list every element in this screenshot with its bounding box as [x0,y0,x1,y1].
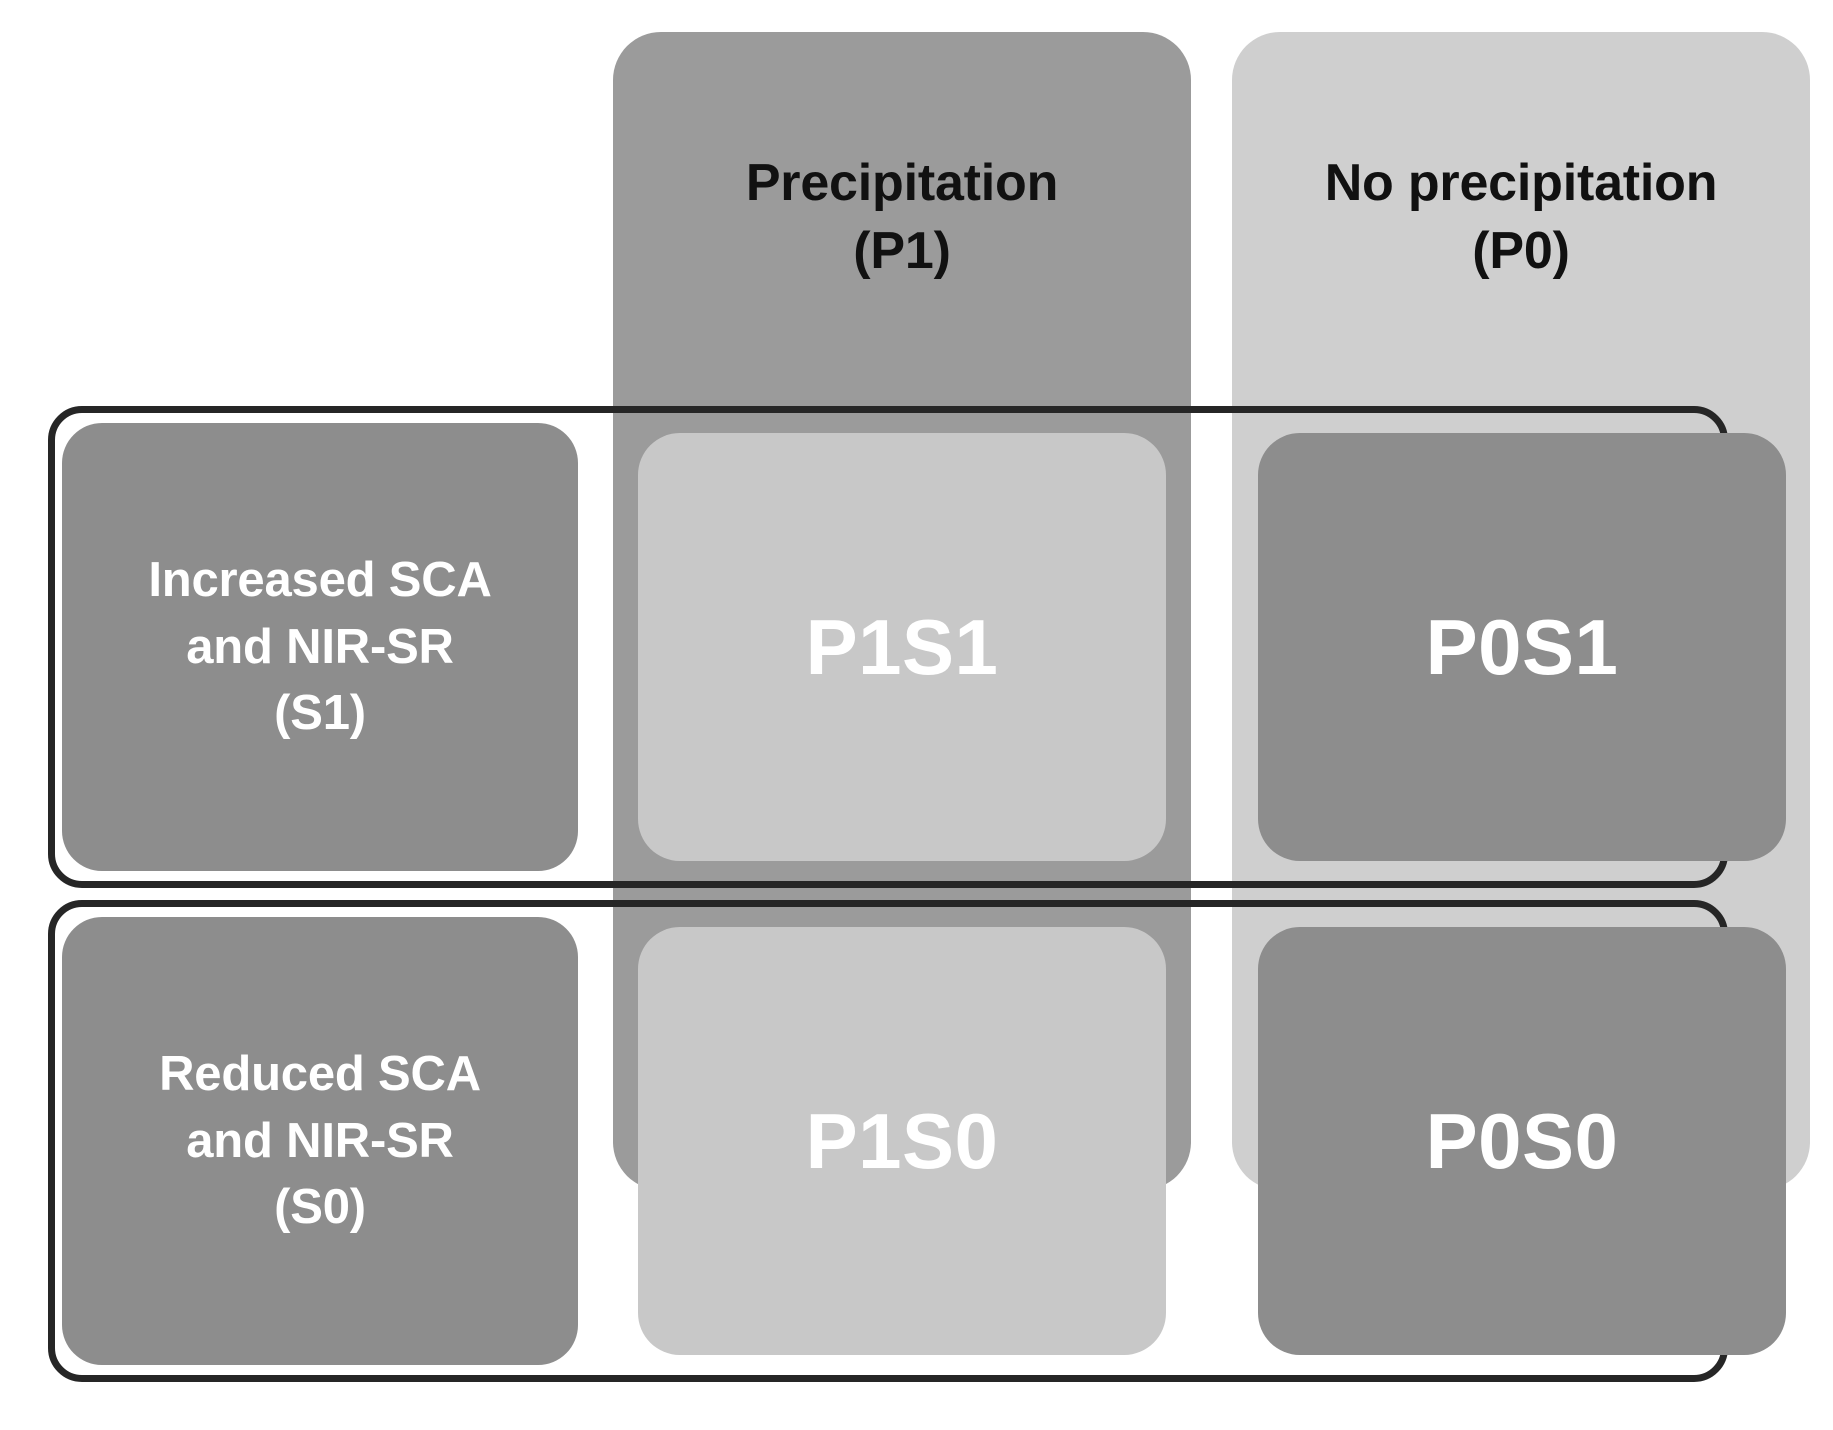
matrix-cell-label-p0s1: P0S1 [1425,603,1619,691]
column-header-no-precipitation: No precipitation (P0) [1324,154,1718,280]
matrix-cell-label-p1s1: P1S1 [805,603,999,691]
matrix-cell-p0s1: P0S1 [1258,433,1786,861]
matrix-cell-p0s0: P0S0 [1258,927,1786,1355]
row-label-text-s1: Increased SCA and NIR-SR (S1) [148,553,492,741]
column-header-precipitation: Precipitation (P1) [745,154,1059,280]
matrix-cell-label-p0s0: P0S0 [1425,1097,1619,1185]
matrix-cell-p1s1: P1S1 [638,433,1166,861]
row-label-tile-s1: Increased SCA and NIR-SR (S1) [62,423,578,871]
row-label-tile-s0: Reduced SCA and NIR-SR (S0) [62,917,578,1365]
row-label-text-s0: Reduced SCA and NIR-SR (S0) [159,1047,481,1235]
matrix-cell-p1s0: P1S0 [638,927,1166,1355]
matrix-cell-label-p1s0: P1S0 [805,1097,999,1185]
